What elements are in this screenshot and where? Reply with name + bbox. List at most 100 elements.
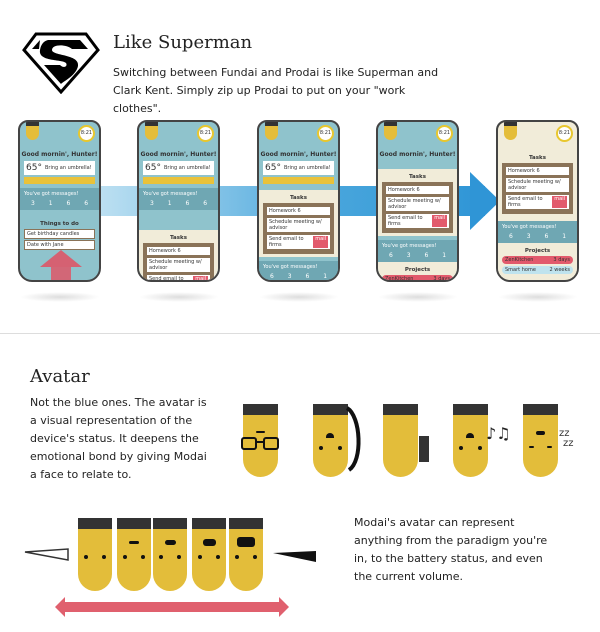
greeting: Good mornin', Hunter!	[140, 151, 217, 158]
task-item[interactable]: Homework 6	[266, 206, 331, 216]
arrow-right-icon	[279, 597, 289, 617]
message-count[interactable]: 3	[526, 233, 531, 240]
weather-note: Bring an umbrella!	[283, 165, 331, 171]
todo-label: Date with Jane	[27, 242, 64, 248]
task-item[interactable]: Schedule meeting w/ advisor	[505, 177, 570, 193]
task-item[interactable]: Send email to firms mail	[146, 274, 211, 282]
clock: 8:21	[556, 125, 573, 142]
arrow-head-icon	[470, 172, 500, 230]
phone-screen-3: 8:21 Good mornin', Hunter! 65°Bring an u…	[257, 120, 340, 282]
project-due: 3 days	[553, 257, 570, 263]
section-description: Switching between Fundai and Prodai is l…	[113, 66, 439, 115]
task-label: Send email to firms	[149, 276, 184, 282]
section-title: Like Superman	[113, 32, 253, 53]
tasks-title: Tasks	[290, 195, 307, 201]
glasses-icon	[241, 437, 279, 450]
message-count[interactable]: 6	[388, 252, 393, 259]
avatar-sleeping: zz zz	[523, 404, 574, 477]
message-count[interactable]: 6	[185, 200, 190, 207]
timeline-bar	[24, 177, 95, 184]
message-count[interactable]: 6	[424, 252, 429, 259]
avatar-volume-level	[117, 518, 151, 591]
clock: 8:21	[436, 125, 453, 142]
tasks-title: Tasks	[529, 155, 546, 161]
todo-item[interactable]: Date with Jane	[24, 240, 95, 250]
avatar-glasses	[241, 404, 279, 477]
message-count[interactable]: 1	[48, 200, 53, 207]
message-count[interactable]: 3	[30, 200, 35, 207]
todo-item[interactable]: Get birthday candles	[24, 229, 95, 239]
task-label: Homework 6	[269, 208, 301, 214]
clock: 8:21	[197, 125, 214, 142]
message-count[interactable]: 6	[544, 233, 549, 240]
task-label: Homework 6	[149, 248, 181, 254]
messages-title: You've got messages!	[502, 224, 557, 230]
mail-button[interactable]: mail	[552, 196, 567, 208]
messages-panel: You've got messages! 6 3 6 1	[498, 221, 577, 243]
phone-shadow	[139, 292, 219, 302]
project-due: 3 days	[433, 276, 450, 282]
mail-button[interactable]: mail	[313, 236, 328, 248]
status-bar: 8:21	[20, 122, 99, 150]
messages-title: You've got messages!	[382, 243, 437, 249]
phone-shadow	[498, 292, 578, 302]
task-item[interactable]: Homework 6	[505, 166, 570, 176]
arrow-left-icon	[55, 597, 65, 617]
mail-button[interactable]: mail	[193, 276, 208, 280]
message-count[interactable]: 3	[149, 200, 154, 207]
message-count[interactable]: 1	[562, 233, 567, 240]
message-count[interactable]: 1	[167, 200, 172, 207]
messages-title: You've got messages!	[263, 264, 318, 270]
message-count[interactable]: 6	[84, 200, 89, 207]
tasks-panel: Tasks Homework 6 Schedule meeting w/ advi…	[378, 169, 457, 236]
message-count[interactable]: 3	[406, 252, 411, 259]
task-label: Schedule meeting w/ advisor	[269, 219, 322, 231]
messages-title: You've got messages!	[24, 191, 79, 197]
task-label: Homework 6	[508, 168, 540, 174]
avatar-icon	[26, 122, 39, 140]
greeting: Good mornin', Hunter!	[379, 151, 456, 158]
temperature: 65°	[26, 163, 42, 173]
mail-button[interactable]: mail	[432, 215, 447, 227]
volume-high-wedge-icon	[273, 551, 316, 562]
message-count[interactable]: 6	[305, 273, 310, 280]
task-label: Schedule meeting w/ advisor	[388, 198, 441, 210]
weather-note: Bring an umbrella!	[163, 165, 211, 171]
task-item[interactable]: Homework 6	[146, 246, 211, 256]
volume-range-arrow	[63, 602, 281, 612]
section-divider	[0, 333, 600, 334]
message-count[interactable]: 6	[508, 233, 513, 240]
message-count[interactable]: 6	[269, 273, 274, 280]
message-count[interactable]: 6	[66, 200, 71, 207]
project-due: 2 weeks	[549, 267, 570, 273]
task-item[interactable]: Schedule meeting w/ advisor	[146, 257, 211, 273]
weather-card: 65°Bring an umbrella!	[263, 161, 334, 175]
greeting: Good mornin', Hunter!	[260, 151, 337, 158]
phone-screen-2: 8:21 Good mornin', Hunter! 65°Bring an u…	[137, 120, 220, 282]
avatar-icon	[265, 122, 278, 140]
task-item[interactable]: Homework 6	[385, 185, 450, 195]
task-label: Send email to firms	[508, 196, 543, 208]
superman-logo-icon	[22, 32, 100, 94]
task-item[interactable]: Send email to firms mail	[505, 194, 570, 210]
message-count[interactable]: 1	[442, 252, 447, 259]
projects-title: Projects	[404, 267, 431, 273]
tasks-title: Tasks	[409, 174, 426, 180]
message-count[interactable]: 3	[287, 273, 292, 280]
avatar-battery	[383, 404, 429, 477]
clock: 8:21	[78, 125, 95, 142]
task-item[interactable]: Schedule meeting w/ advisor	[385, 196, 450, 212]
sleep-label: zz	[559, 428, 570, 439]
message-count[interactable]: 6	[203, 200, 208, 207]
task-item[interactable]: Schedule meeting w/ advisor	[266, 217, 331, 233]
avatar-volume-level	[78, 518, 112, 591]
message-count[interactable]: 1	[323, 273, 328, 280]
music-note-icon: ♪♫	[486, 424, 511, 443]
